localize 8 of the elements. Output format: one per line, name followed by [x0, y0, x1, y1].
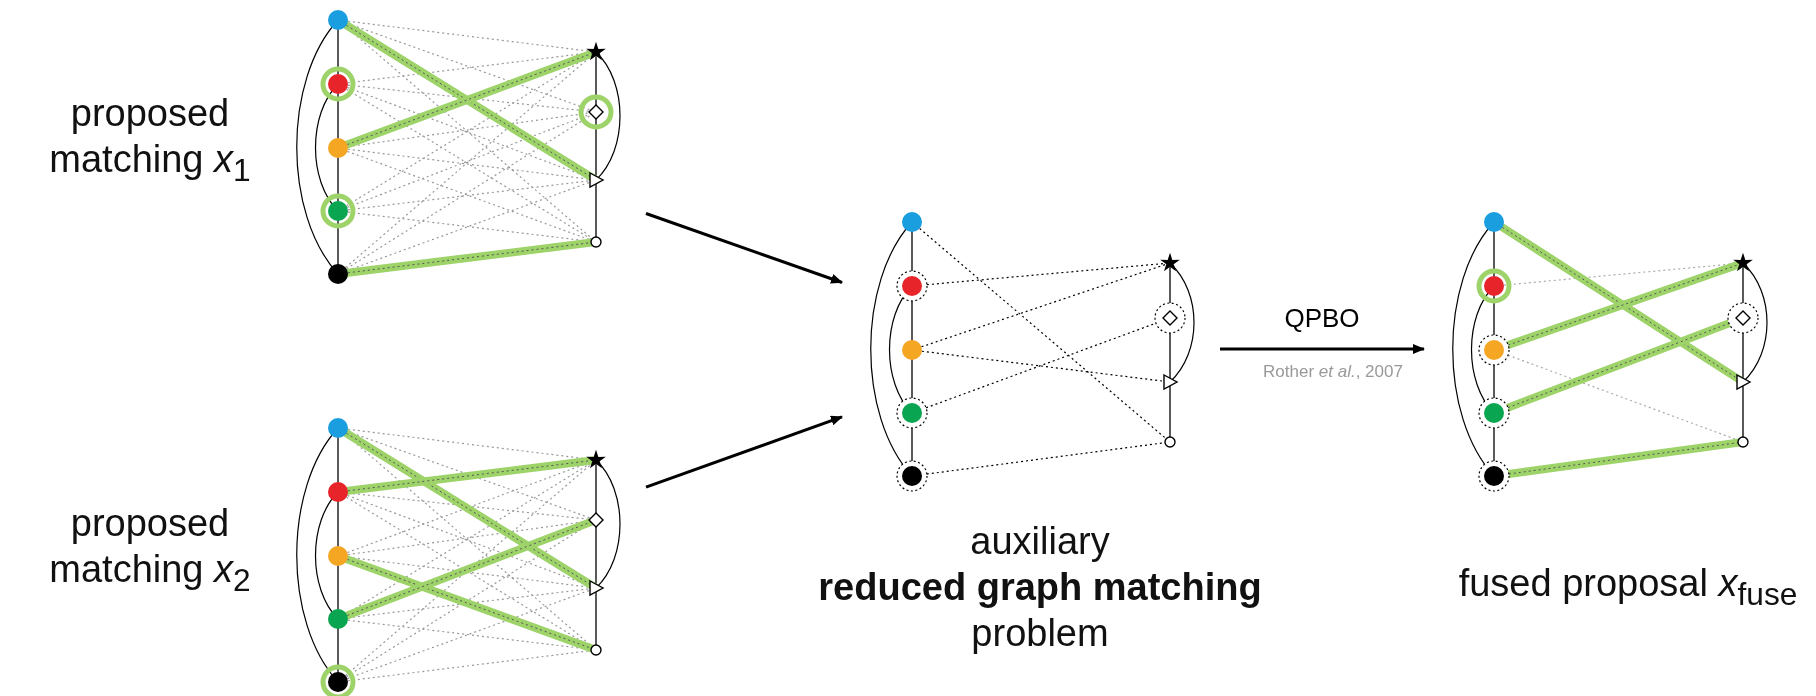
- citation-text: Rother et al., 2007: [1262, 362, 1404, 382]
- node-label: proposed matching x$_{2}$: [48, 501, 252, 600]
- node-label: proposed matching x$_{1}$: [48, 91, 252, 190]
- arrow: [645, 212, 843, 284]
- arrow: [1220, 344, 1425, 354]
- arrow: [645, 415, 843, 489]
- node-label: auxiliary reduced graph matching problem: [817, 519, 1263, 656]
- node-label: fused proposal x$_{fuse}$: [1457, 561, 1799, 614]
